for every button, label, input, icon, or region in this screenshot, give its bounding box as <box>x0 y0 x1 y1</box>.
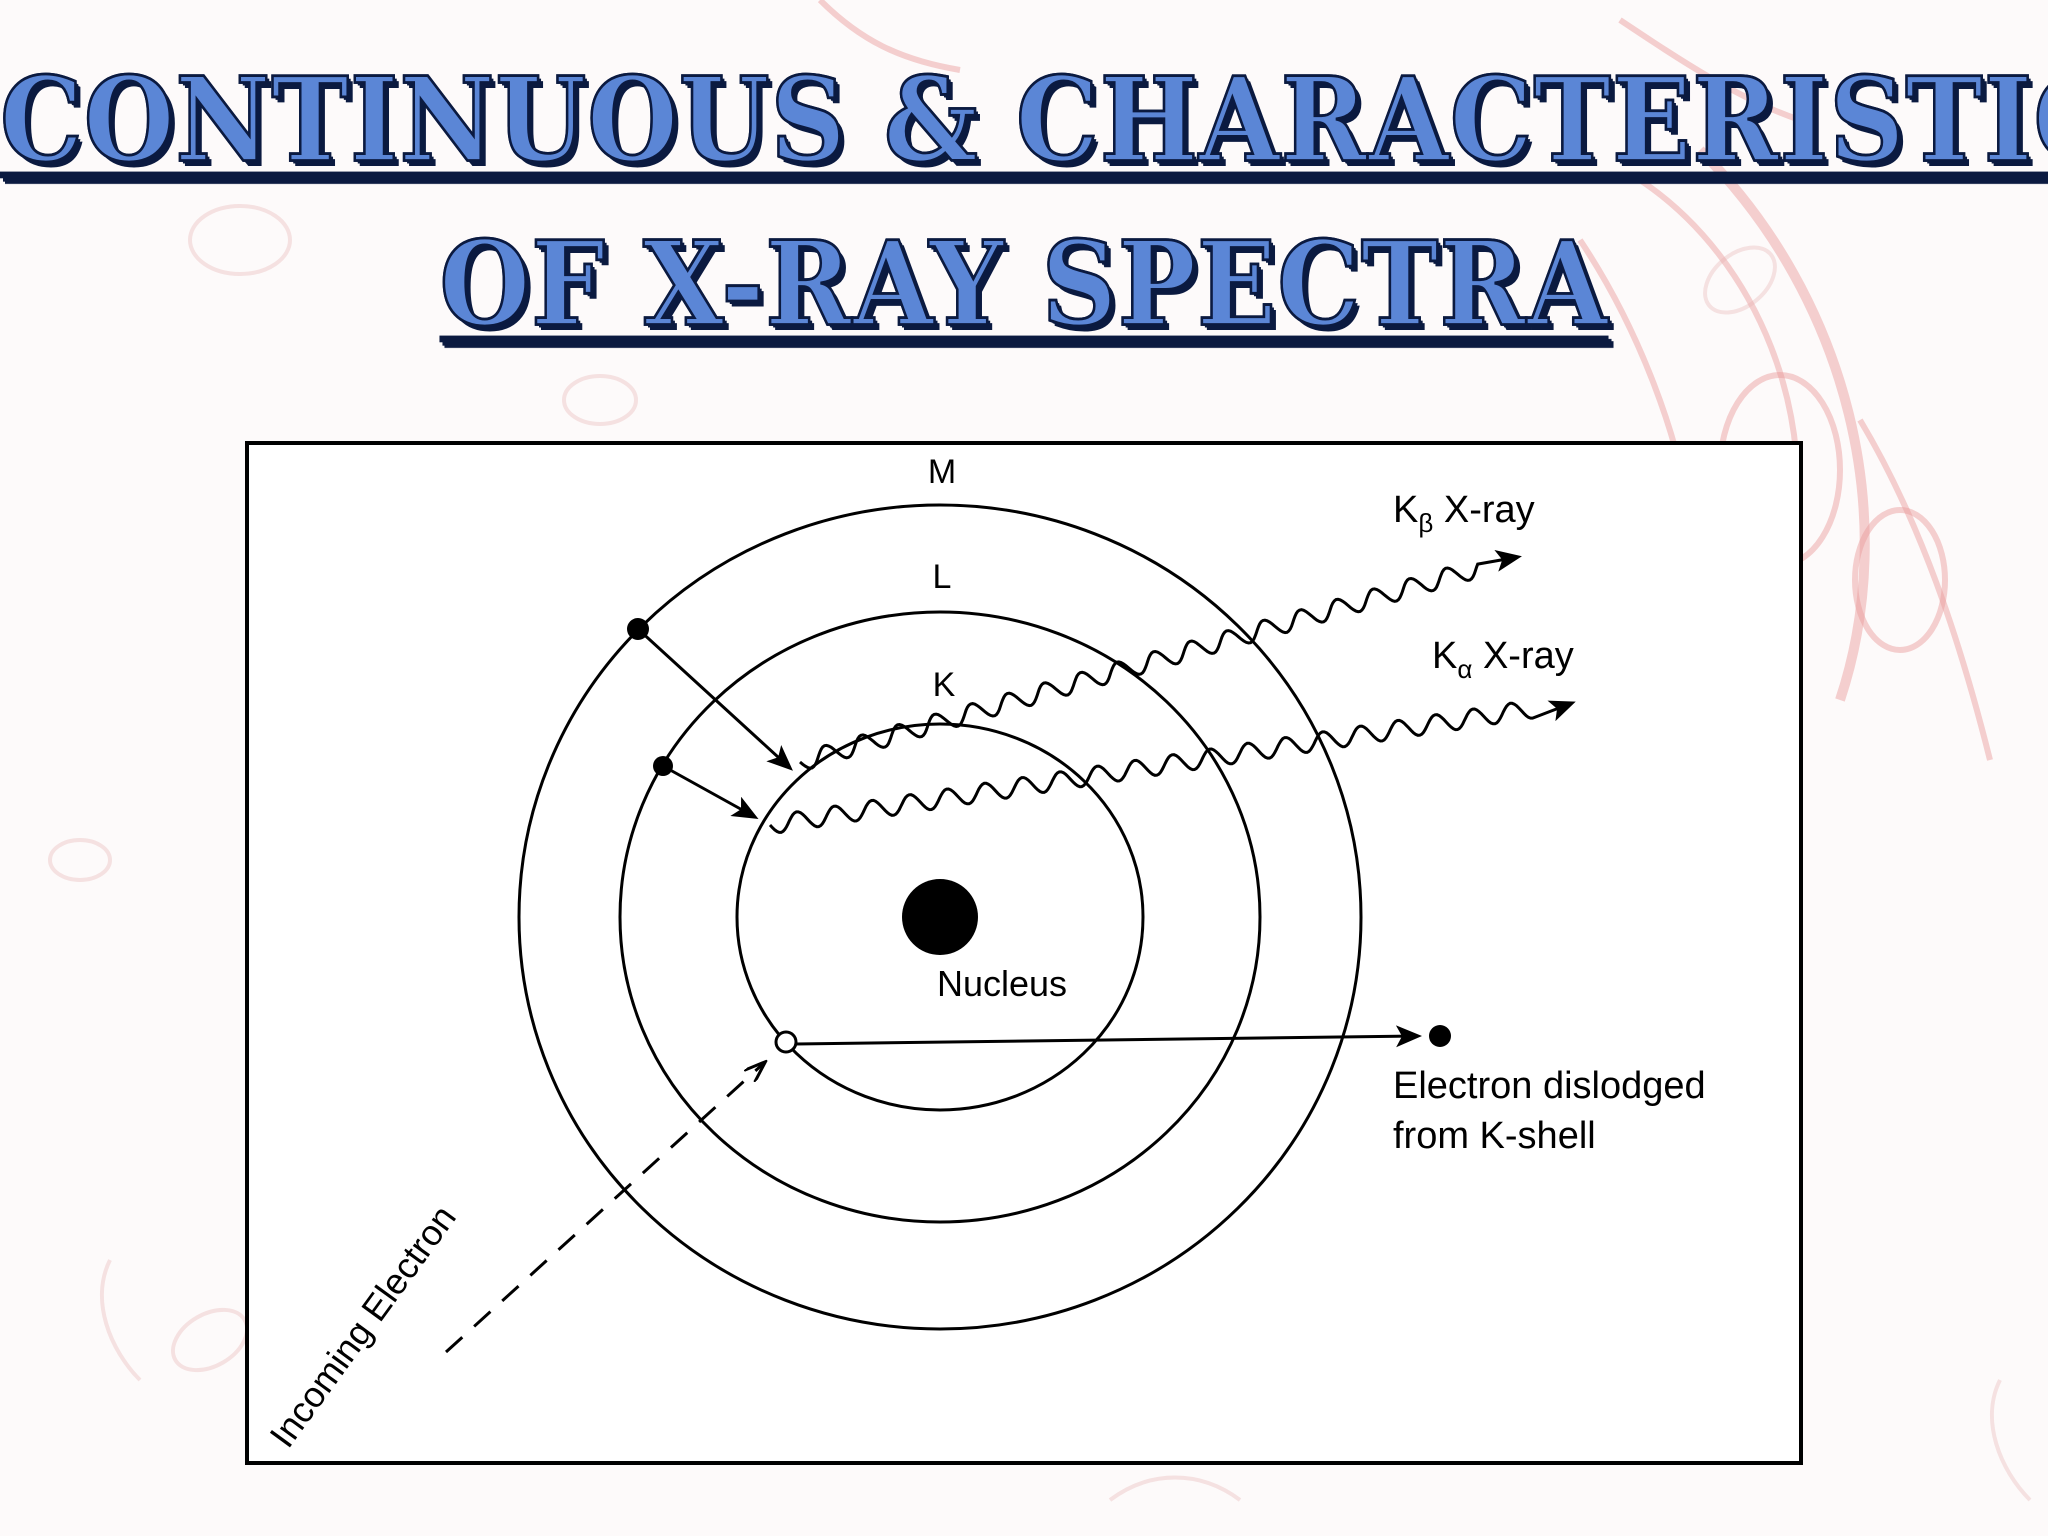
m-to-k-transition-arrow <box>636 627 793 771</box>
diagram-frame <box>245 441 1803 1465</box>
slide-title-line-1: CONTINUOUS & CHARACTERISTIC <box>0 49 2048 190</box>
shell-k-label: K <box>933 666 956 704</box>
shell-k <box>735 722 1145 1112</box>
shell-m <box>517 503 1363 1331</box>
slide-title-line-2: OF X-RAY SPECTRA <box>438 213 1609 354</box>
l-to-k-transition-arrow <box>662 764 759 819</box>
shell-l <box>618 610 1262 1224</box>
shell-l-label: L <box>933 558 952 596</box>
kalpha-xray-wave <box>768 700 1576 834</box>
shell-m-label: M <box>928 453 956 491</box>
dislodged-label-line-1: Electron dislodged <box>1393 1065 1706 1107</box>
dislodged-label-line-2: from K-shell <box>1393 1115 1596 1157</box>
dislodged-electron-path <box>795 1025 1422 1048</box>
kbeta-label: Kβ X-ray <box>1393 489 1535 538</box>
nucleus <box>902 879 978 955</box>
dislodged-electron <box>1429 1025 1451 1047</box>
nucleus-label: Nucleus <box>937 963 1067 1004</box>
incoming-electron-path <box>444 1063 764 1354</box>
k-shell-vacancy <box>774 1030 798 1054</box>
kbeta-xray-wave <box>799 549 1522 770</box>
kalpha-label: Kα X-ray <box>1432 635 1574 684</box>
